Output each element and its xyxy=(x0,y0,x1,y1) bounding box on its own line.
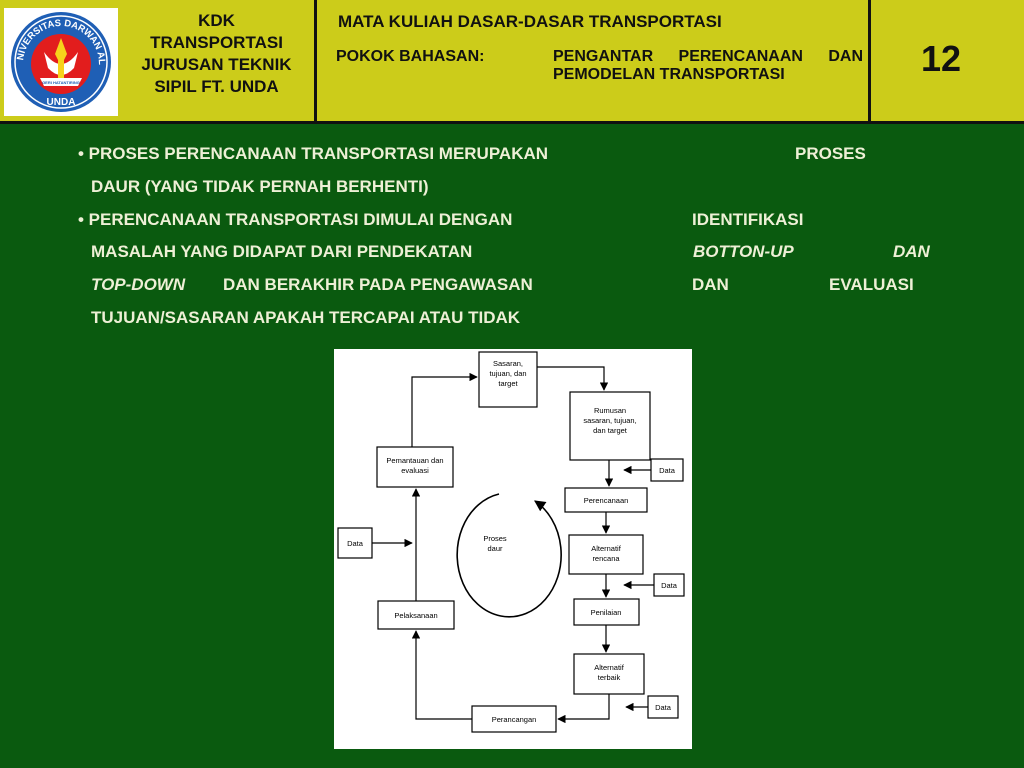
box-label: rencana xyxy=(592,554,620,563)
course-title: MATA KULIAH DASAR-DASAR TRANSPORTASI xyxy=(338,12,722,31)
box-label: Rumusan xyxy=(594,406,626,415)
box-label: Data xyxy=(661,581,678,590)
box-sasaran xyxy=(478,351,538,408)
header-divider xyxy=(314,0,317,122)
bullet-word-italic: BOTTON-UP xyxy=(693,242,794,261)
box-label: dan target xyxy=(593,426,628,435)
kdk-line: TRANSPORTASI xyxy=(150,33,283,52)
header-divider xyxy=(868,0,871,122)
box-label: sasaran, tujuan, xyxy=(583,416,636,425)
box-label: Data xyxy=(655,703,672,712)
center-label: daur xyxy=(487,544,503,553)
university-logo: UNIVERSITAS DARWAN ALI GERI HATANTIRING … xyxy=(1,0,118,116)
center-label: Proses xyxy=(483,534,507,543)
box-rumusan xyxy=(569,391,651,461)
kdk-title: KDK TRANSPORTASI JURUSAN TEKNIK SIPIL FT… xyxy=(120,10,313,98)
bullet-line: • PROSES PERENCANAAN TRANSPORTASI MERUPA… xyxy=(78,144,549,163)
bullet-line: DAUR (YANG TIDAK PERNAH BERHENTI) xyxy=(91,177,429,196)
kdk-line: JURUSAN TEKNIK xyxy=(141,55,292,74)
bullet-line: TUJUAN/SASARAN APAKAH TERCAPAI ATAU TIDA… xyxy=(91,308,521,327)
box-label: tujuan, dan xyxy=(489,369,526,378)
arrow xyxy=(411,372,478,447)
bullet-word: EVALUASI xyxy=(829,275,914,294)
bullet-line: MASALAH YANG DIDAPAT DARI PENDEKATAN xyxy=(91,242,473,261)
box-label: target xyxy=(498,379,518,388)
arrow xyxy=(537,366,609,391)
topic-text: PENGANTAR PERENCANAAN DAN PEMODELAN TRAN… xyxy=(553,48,863,83)
box-label: Perancangan xyxy=(492,715,537,724)
box-pemantauan xyxy=(376,446,454,488)
box-label: Alternatif xyxy=(594,663,625,672)
topic-label: POKOK BAHASAN: xyxy=(336,48,485,65)
bullet-word-italic: DAN xyxy=(893,242,930,261)
logo-bottom-text: UNDA xyxy=(47,97,76,108)
box-label: terbaik xyxy=(598,673,621,682)
kdk-line: KDK xyxy=(198,11,235,30)
box-label: Pelaksanaan xyxy=(394,611,437,620)
bullet-word: IDENTIFIKASI xyxy=(692,210,804,229)
box-label: Alternatif xyxy=(591,544,622,553)
bullet-line: DAN BERAKHIR PADA PENGAWASAN xyxy=(223,275,533,294)
planning-cycle-diagram: Sasaran, tujuan, dan target Rumusan sasa… xyxy=(334,349,692,749)
logo-emblem-icon: UNIVERSITAS DARWAN ALI GERI HATANTIRING … xyxy=(1,0,111,112)
box-label: Data xyxy=(659,466,676,475)
logo-motto: GERI HATANTIRING xyxy=(42,80,80,85)
box-label: evaluasi xyxy=(401,466,429,475)
cycle-circle-icon xyxy=(456,493,562,618)
bullet-line: • PERENCANAAN TRANSPORTASI DIMULAI DENGA… xyxy=(78,210,513,229)
kdk-line: SIPIL FT. UNDA xyxy=(154,77,279,96)
box-label: Penilaian xyxy=(591,608,622,617)
arrow xyxy=(557,694,610,724)
bullet-word: DAN xyxy=(692,275,729,294)
box-label: Perencanaan xyxy=(584,496,629,505)
box-label: Pemantauan dan xyxy=(386,456,443,465)
bullet-word-italic: TOP-DOWN xyxy=(91,275,186,294)
header-band: UNIVERSITAS DARWAN ALI GERI HATANTIRING … xyxy=(0,0,1024,124)
bullet-word: PROSES xyxy=(795,144,866,163)
page-number: 12 xyxy=(920,38,962,79)
box-label: Data xyxy=(347,539,364,548)
box-label: Sasaran, xyxy=(493,359,523,368)
arrow xyxy=(411,630,472,720)
